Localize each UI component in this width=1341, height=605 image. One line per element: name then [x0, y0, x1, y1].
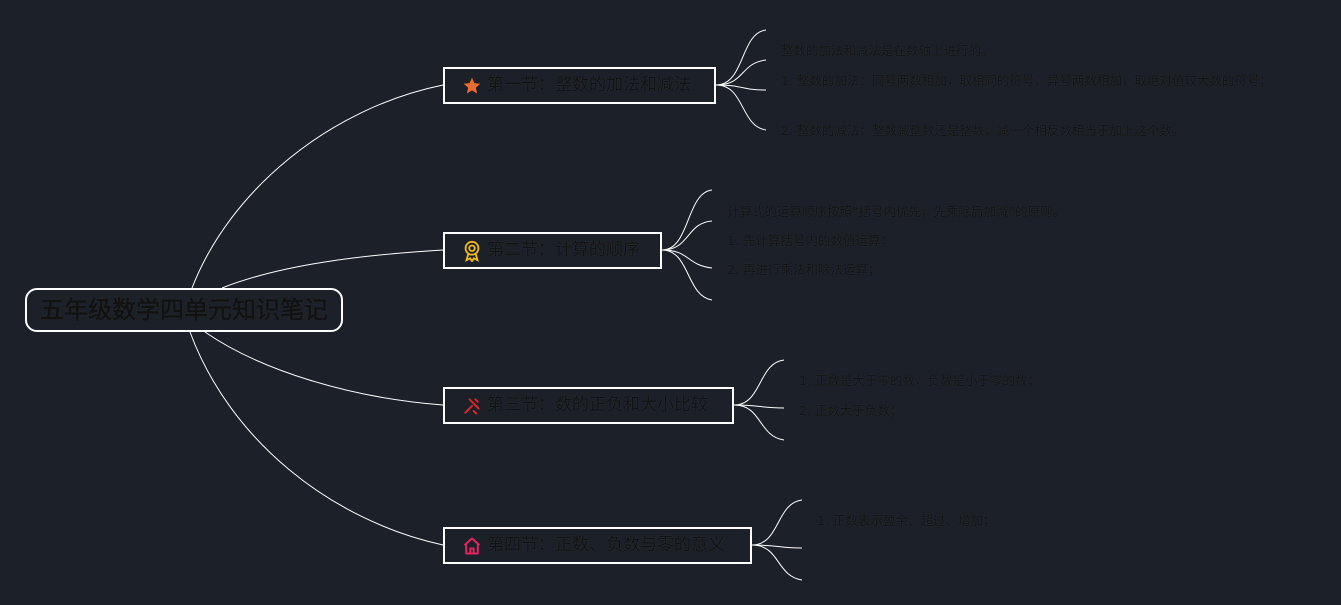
topic-1-note-2[interactable]: 1. 整数的加法：同号两数相加，取相同的符号，异号两数相加，取绝对值较大数的符号…	[781, 73, 1272, 88]
connector-topic-2-note-1	[661, 189, 713, 251]
connector-central-topic-2	[221, 249, 444, 289]
topic-2[interactable]: 第二节：计算的顺序	[443, 232, 662, 269]
connector-topic-1-note-3	[715, 84, 767, 91]
house-icon	[461, 535, 483, 557]
connector-topic-4-note-3	[751, 544, 803, 581]
topic-4-note-1[interactable]: 1. 正数表示盈余、超过、增加；	[817, 513, 996, 528]
topic-1[interactable]: 第一节：整数的加法和减法	[443, 67, 716, 104]
connector-topic-1-note-1	[715, 29, 767, 86]
connector-topic-3-note-1	[733, 359, 785, 406]
star-icon	[461, 75, 483, 97]
tools-icon	[461, 395, 483, 417]
topic-2-title: 第二节：计算的顺序	[487, 240, 640, 260]
connector-central-topic-4	[189, 331, 444, 546]
topic-3-note-1[interactable]: 1. 正数是大于零的数，负数是小于零的数；	[799, 373, 1040, 388]
topic-4-title: 第四节：正数、负数与零的意义	[487, 535, 725, 555]
topic-1-note-3[interactable]: 2. 整数的减法：整数减整数还是整数，减一个相反数相当于加上这个数。	[781, 123, 1185, 138]
topic-2-note-3[interactable]: 2. 再进行乘法和除法运算；	[727, 262, 881, 277]
connector-central-topic-3	[204, 331, 444, 406]
medal-icon	[461, 240, 483, 262]
connector-topic-3-note-3	[733, 404, 785, 441]
connector-topic-2-note-4	[661, 249, 713, 301]
topic-3[interactable]: 第三节：数的正负和大小比较	[443, 387, 734, 424]
connector-topic-4-note-1	[751, 499, 803, 546]
topic-2-note-2[interactable]: 1. 先计算括号内的数值运算；	[727, 233, 893, 248]
topic-3-note-2[interactable]: 2. 正数大于负数；	[799, 403, 903, 418]
connector-topic-1-note-2	[715, 59, 767, 86]
connector-topic-2-note-3	[661, 249, 713, 269]
connector-topic-1-note-4	[715, 84, 767, 131]
central-topic[interactable]: 五年级数学四单元知识笔记	[25, 288, 343, 332]
topic-4[interactable]: 第四节：正数、负数与零的意义	[443, 527, 752, 564]
connector-topic-2-note-2	[661, 220, 713, 251]
topic-1-note-1[interactable]: 整数的加法和减法是在数轴上进行的。	[781, 43, 994, 58]
topic-2-note-1[interactable]: 计算式的运算顺序按照“括号内优先，先乘除后加减”的原则。	[727, 204, 1065, 219]
topic-3-title: 第三节：数的正负和大小比较	[487, 395, 708, 415]
topic-1-title: 第一节：整数的加法和减法	[487, 75, 691, 95]
connector-central-topic-1	[191, 84, 444, 289]
